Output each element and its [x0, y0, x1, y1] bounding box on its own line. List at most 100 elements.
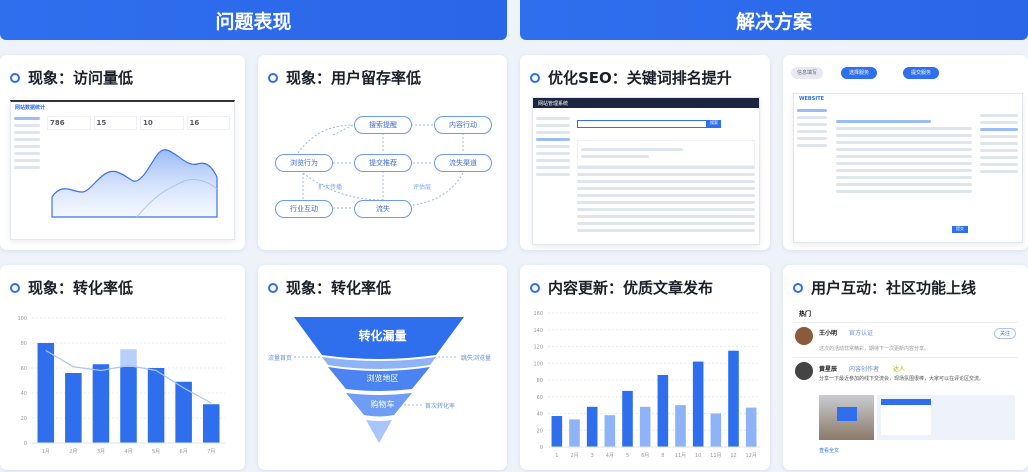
- x-tick-label: 4月: [606, 453, 614, 459]
- funnel-level: 转化漏量: [358, 329, 407, 343]
- post-author[interactable]: 王小明: [819, 330, 838, 337]
- follow-button[interactable]: 关注: [993, 328, 1016, 339]
- avatar: [795, 327, 813, 345]
- post-text: 分享一下最近参加的线下交流会，现场氛围很棒，大家可以在评论区交流。: [819, 376, 985, 382]
- community-card: 用户互动：社区功能上线 热门 王小明 官方认证 关注 这次的活动非常精彩，期待下…: [783, 265, 1028, 470]
- retention-card: 现象：用户留存率低 搜索提醒 内容行动 浏览行为 提交推荐 流失渠道 行业互动 …: [258, 55, 507, 250]
- flow-node: 浏览行为: [275, 154, 333, 172]
- x-tick-label: 11月: [710, 453, 721, 459]
- bar: [37, 343, 55, 443]
- stat-card: 16: [186, 116, 230, 130]
- flow-node: 搜索提醒: [354, 116, 412, 134]
- post-image[interactable]: [877, 395, 1015, 440]
- edge-label: 扩大传播: [318, 184, 343, 191]
- y-tick-label: 40: [21, 391, 27, 397]
- x-tick-label: 5月: [152, 449, 160, 455]
- x-tick-label: 3月: [97, 449, 105, 455]
- post-text: 这次的活动非常精彩，期待下一次更新内容分享。: [819, 346, 930, 352]
- flow-node: 内容行动: [434, 116, 492, 134]
- flow-edges: [297, 124, 464, 209]
- y-tick-label: 80: [537, 378, 543, 384]
- x-tick-label: 4月: [124, 449, 132, 455]
- step: 信息填写: [791, 67, 824, 79]
- x-tick-label: 6月: [641, 453, 649, 459]
- y-tick-label: 60: [21, 366, 27, 372]
- y-tick-label: 160: [533, 311, 543, 317]
- bar: [65, 373, 82, 443]
- stat-card: 15: [93, 116, 137, 130]
- tab-hot[interactable]: 热门: [799, 311, 812, 318]
- trend-line: [45, 349, 212, 404]
- bar: [639, 406, 651, 447]
- bar: [675, 405, 686, 447]
- bar: [604, 415, 616, 447]
- bar: [692, 361, 704, 447]
- x-tick-label: 2月: [570, 453, 578, 459]
- bar: [92, 364, 110, 443]
- funnel-graphic: [294, 317, 464, 443]
- post-author[interactable]: 黄星辰: [819, 366, 838, 373]
- form-logo: WEBSITE: [799, 96, 825, 102]
- bar: [120, 366, 137, 443]
- bar: [728, 350, 739, 447]
- card-title: 现象：用户留存率低: [286, 69, 422, 87]
- submit-button[interactable]: 提交: [952, 226, 968, 233]
- dashboard-logo: 网站数据统计: [15, 104, 46, 111]
- x-tick-label: 7月: [207, 449, 215, 455]
- y-tick-label: 60: [537, 395, 543, 401]
- post-tag: 官方认证: [849, 330, 874, 337]
- bar: [657, 374, 669, 447]
- bar: [551, 416, 563, 447]
- funnel-level: 购物车: [370, 400, 395, 409]
- edge-label: 评估层: [413, 184, 432, 191]
- x-tick-label: 8: [661, 453, 664, 459]
- card-title: 用户互动：社区功能上线: [811, 279, 977, 297]
- x-tick-label: 12: [730, 453, 736, 459]
- card-title: 优化SEO：关键词排名提升: [548, 69, 732, 87]
- form-mock: WEBSITE 提交: [793, 93, 1023, 243]
- card-title: 内容更新：优质文章发布: [548, 279, 714, 297]
- card-title: 现象：访问量低: [28, 69, 134, 87]
- x-tick-label: 11月: [675, 453, 686, 459]
- read-more-link[interactable]: 查看全文: [819, 448, 840, 454]
- stat-card: 786: [47, 116, 91, 130]
- bar: [710, 413, 722, 447]
- keyword-search-input[interactable]: [577, 120, 707, 128]
- y-tick-label: 20: [537, 428, 543, 434]
- post-badge: 达人: [893, 366, 906, 373]
- stat-card: 10: [140, 116, 184, 130]
- bullet-icon: [530, 282, 540, 293]
- card-title: 现象：转化率低: [286, 279, 392, 297]
- solution-header: 解决方案: [520, 0, 1028, 40]
- step: 选择服务: [841, 67, 878, 79]
- bar: [745, 407, 757, 447]
- admin-logo: 网站管理系统: [533, 98, 759, 108]
- form-card: 信息填写 选择服务 提交服务 WEBSITE 提交: [783, 55, 1028, 250]
- search-button[interactable]: 搜索: [707, 120, 721, 128]
- y-tick-label: 0: [540, 445, 543, 451]
- x-tick-label: 2月: [69, 449, 77, 455]
- x-tick-label: 12月: [745, 453, 756, 459]
- y-tick-label: 20: [21, 416, 27, 422]
- bullet-icon: [10, 282, 20, 293]
- x-tick-label: 10: [695, 453, 701, 459]
- post-image[interactable]: [819, 395, 874, 440]
- bullet-icon: [530, 72, 540, 83]
- x-tick-label: 6月: [180, 449, 188, 455]
- y-tick-label: 140: [533, 328, 543, 334]
- y-tick-label: 120: [533, 345, 543, 351]
- x-tick-label: 5: [626, 453, 629, 459]
- card-title: 现象：转化率低: [28, 279, 134, 297]
- bar: [586, 406, 598, 447]
- bar: [147, 368, 165, 443]
- x-tick-label: 1: [555, 453, 558, 459]
- traffic-card: 现象：访问量低 网站数据统计 786 15 10 16: [0, 55, 245, 250]
- flow-node: 流失: [354, 200, 412, 218]
- flow-node: 行业互动: [275, 200, 333, 218]
- bullet-icon: [268, 282, 278, 293]
- seo-admin-mock: 网站管理系统 搜索: [532, 97, 760, 245]
- avatar: [795, 362, 813, 380]
